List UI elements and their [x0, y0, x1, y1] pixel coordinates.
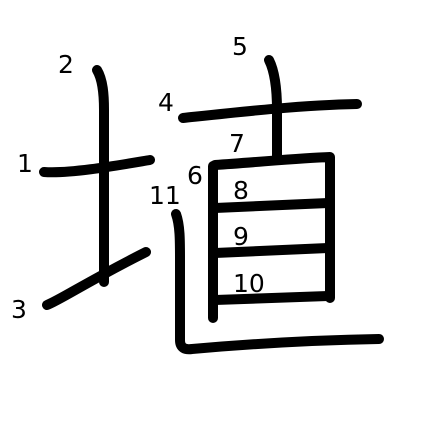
stroke-number-5: 5 [232, 32, 248, 61]
stroke-3 [42, 247, 151, 310]
stroke-number-7: 7 [229, 129, 245, 158]
stroke-number-1: 1 [17, 149, 33, 178]
stroke-number-6: 6 [187, 161, 203, 190]
stroke-number-3: 3 [11, 295, 27, 324]
stroke-number-8: 8 [233, 176, 249, 205]
stroke-7 [210, 152, 335, 303]
stroke-2 [92, 65, 109, 287]
stroke-number-2: 2 [58, 50, 74, 79]
stroke-10 [210, 291, 333, 305]
stroke-9 [210, 243, 333, 258]
stroke-number-4: 4 [158, 88, 174, 117]
stroke-number-10: 10 [233, 269, 265, 298]
stroke-4 [178, 99, 362, 123]
stroke-8 [210, 198, 333, 213]
stroke-5 [264, 55, 282, 165]
stroke-number-11: 11 [149, 181, 181, 210]
stroke-1 [39, 155, 155, 178]
stroke-11 [171, 209, 384, 355]
stroke-number-9: 9 [233, 222, 249, 251]
